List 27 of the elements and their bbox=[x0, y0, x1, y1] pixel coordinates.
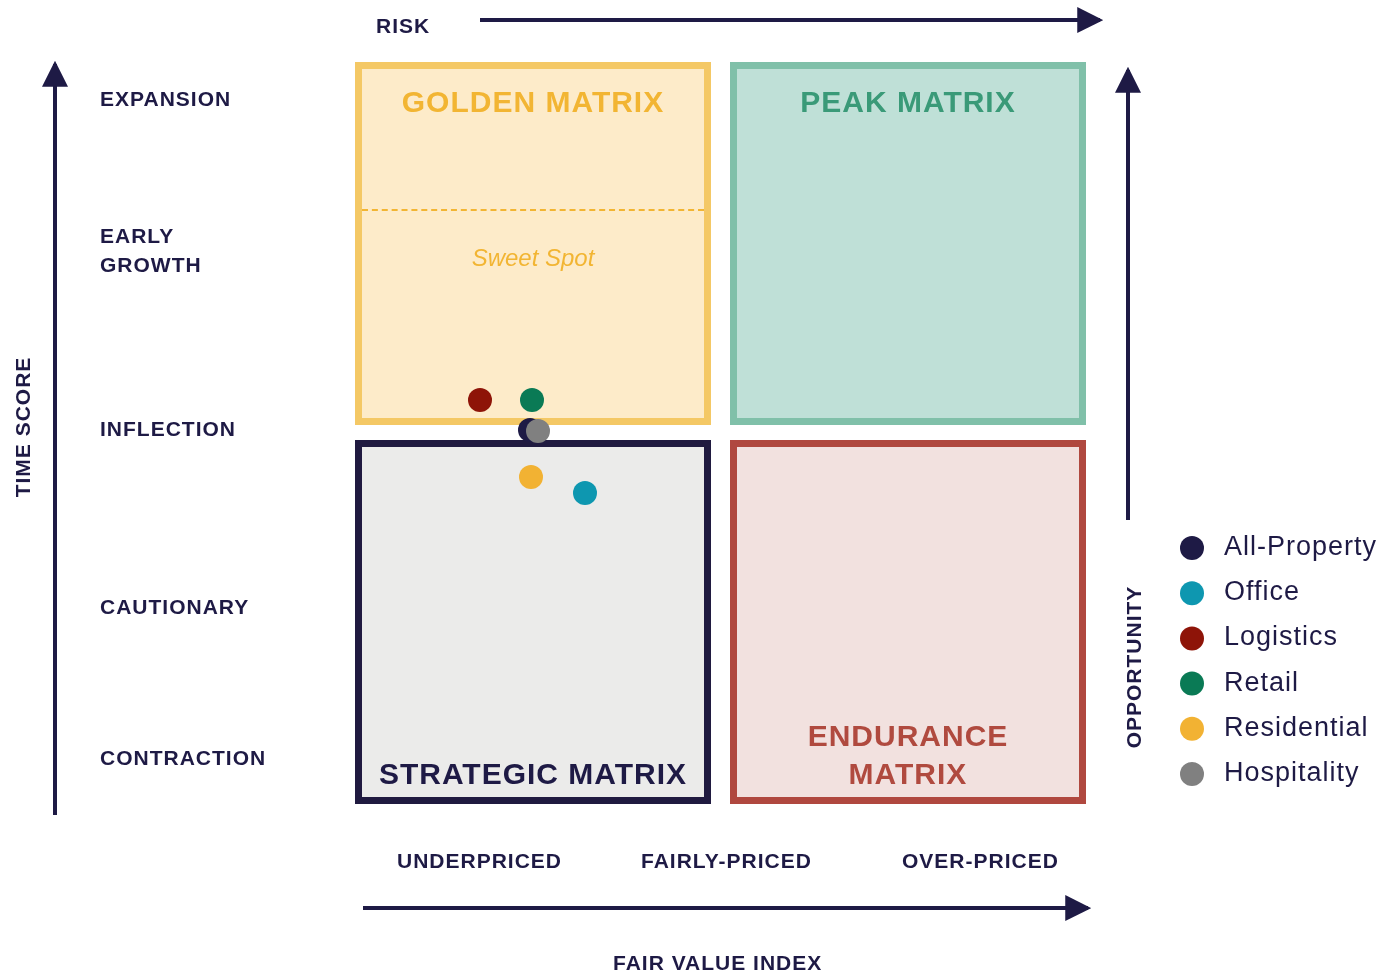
quadrant-box bbox=[730, 62, 1086, 425]
axis-label: RISK bbox=[376, 13, 431, 39]
quadrant-title: PEAK MATRIX bbox=[799, 84, 1017, 120]
legend-label: Office bbox=[1224, 576, 1301, 608]
legend-label: Logistics bbox=[1224, 621, 1339, 653]
quadrant-box bbox=[355, 440, 711, 804]
quadrant-title: STRATEGIC MATRIX bbox=[377, 756, 689, 792]
quadrant-box bbox=[355, 62, 711, 425]
quadrant-box bbox=[730, 440, 1086, 804]
legend-label: Retail bbox=[1224, 666, 1300, 698]
axis-label: EARLY GROWTH bbox=[100, 223, 203, 278]
legend-label: Hospitality bbox=[1224, 757, 1360, 788]
zone-label: Sweet Spot bbox=[470, 244, 596, 272]
axis-label: INFLECTION bbox=[100, 416, 236, 442]
quadrant-title: ENDURANCE MATRIX bbox=[806, 718, 1010, 792]
axis-label: UNDERPRICED bbox=[397, 848, 562, 874]
legend-label: All-Property bbox=[1224, 531, 1378, 562]
axis-label: CONTRACTION bbox=[100, 745, 267, 771]
axis-title: TIME SCORE bbox=[9, 356, 35, 498]
axis-label: EXPANSION bbox=[100, 86, 232, 112]
legend-label: Residential bbox=[1224, 711, 1369, 743]
axis-label: OVER-PRICED bbox=[902, 848, 1059, 874]
quadrant-title: GOLDEN MATRIX bbox=[400, 84, 666, 120]
axis-label: FAIR VALUE INDEX bbox=[613, 950, 823, 975]
axis-title: OPPORTUNITY bbox=[1120, 585, 1146, 749]
axis-label: FAIRLY-PRICED bbox=[641, 848, 812, 874]
axis-label: CAUTIONARY bbox=[100, 594, 250, 620]
